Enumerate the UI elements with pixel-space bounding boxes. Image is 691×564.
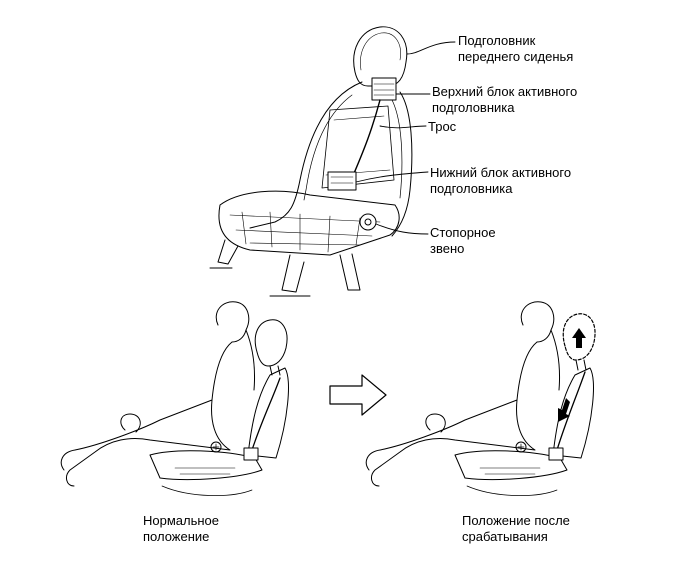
label-link: Стопорное звено (430, 225, 496, 256)
seat-back (249, 81, 413, 237)
scene-normal (60, 301, 289, 496)
caption-after: Положение после срабатывания (462, 513, 570, 544)
occupant-normal (60, 301, 255, 487)
lower-block (327, 171, 357, 191)
seat-assembly (209, 26, 413, 297)
link-gear (359, 213, 377, 231)
arrow-right-icon (329, 374, 387, 416)
leader-lines (355, 41, 456, 235)
upper-block (371, 77, 397, 101)
seat-cushion (218, 190, 400, 256)
headrest-after (562, 313, 596, 361)
label-upper-block: Верхний блок активного подголовника (432, 84, 578, 115)
label-cable: Трос (428, 119, 457, 134)
label-lower-block: Нижний блок активного подголовника (430, 165, 572, 196)
caption-normal: Нормальное положение (143, 513, 220, 544)
scene-after (365, 301, 596, 496)
cable-line (351, 99, 381, 179)
arrow-down-icon (558, 398, 570, 422)
headrest-normal (254, 319, 288, 367)
label-headrest: Подголовник переднего сиденья (458, 33, 574, 64)
headrest (353, 26, 408, 87)
buckle-after (515, 441, 527, 453)
arrow-up-icon (572, 328, 586, 348)
buckle-normal (210, 441, 222, 453)
occupant-after (365, 301, 560, 487)
